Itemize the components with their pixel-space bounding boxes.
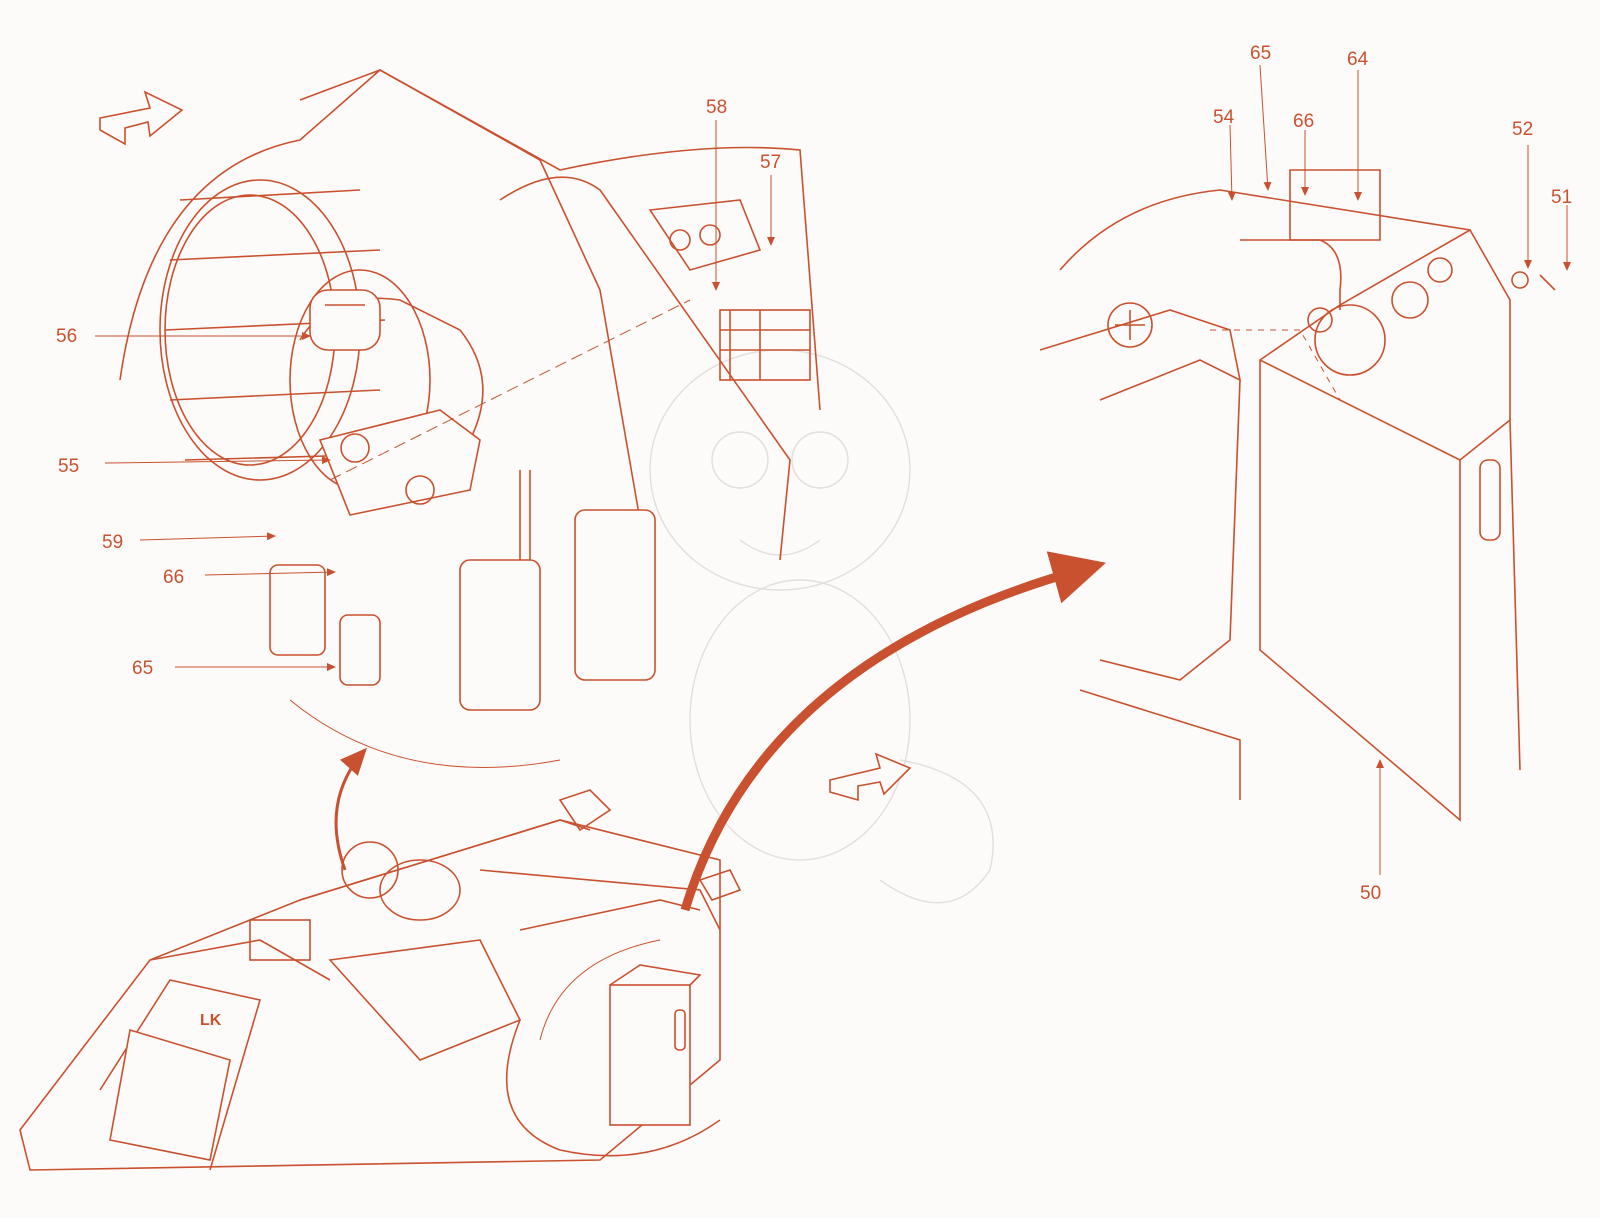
callout-64: 64 — [1347, 49, 1369, 70]
leader-lines-left — [95, 120, 775, 671]
callout-56: 56 — [56, 326, 77, 347]
callout-52: 52 — [1512, 119, 1533, 140]
overview-machine: LK — [19, 789, 742, 1171]
leader-lines-right — [1227, 64, 1571, 875]
callout-51: 51 — [1551, 187, 1572, 208]
detail-view-engine — [119, 69, 821, 768]
callout-58: 58 — [706, 97, 727, 118]
callout-65-right: 65 — [1250, 43, 1271, 64]
curved-arrow-icon — [680, 551, 1106, 912]
callout-55: 55 — [58, 456, 79, 477]
curved-arrow-icon — [334, 747, 368, 871]
detail-view-tank — [1039, 169, 1556, 822]
callout-54: 54 — [1213, 107, 1235, 128]
callout-65-left: 65 — [132, 658, 153, 679]
callout-66-left: 66 — [163, 567, 184, 588]
cab-logo: LK — [200, 1012, 222, 1029]
callout-66-right: 66 — [1293, 111, 1314, 132]
callout-57: 57 — [760, 152, 781, 173]
direction-arrow-icon — [99, 90, 912, 802]
callout-50: 50 — [1360, 883, 1381, 904]
callout-59: 59 — [102, 532, 123, 553]
